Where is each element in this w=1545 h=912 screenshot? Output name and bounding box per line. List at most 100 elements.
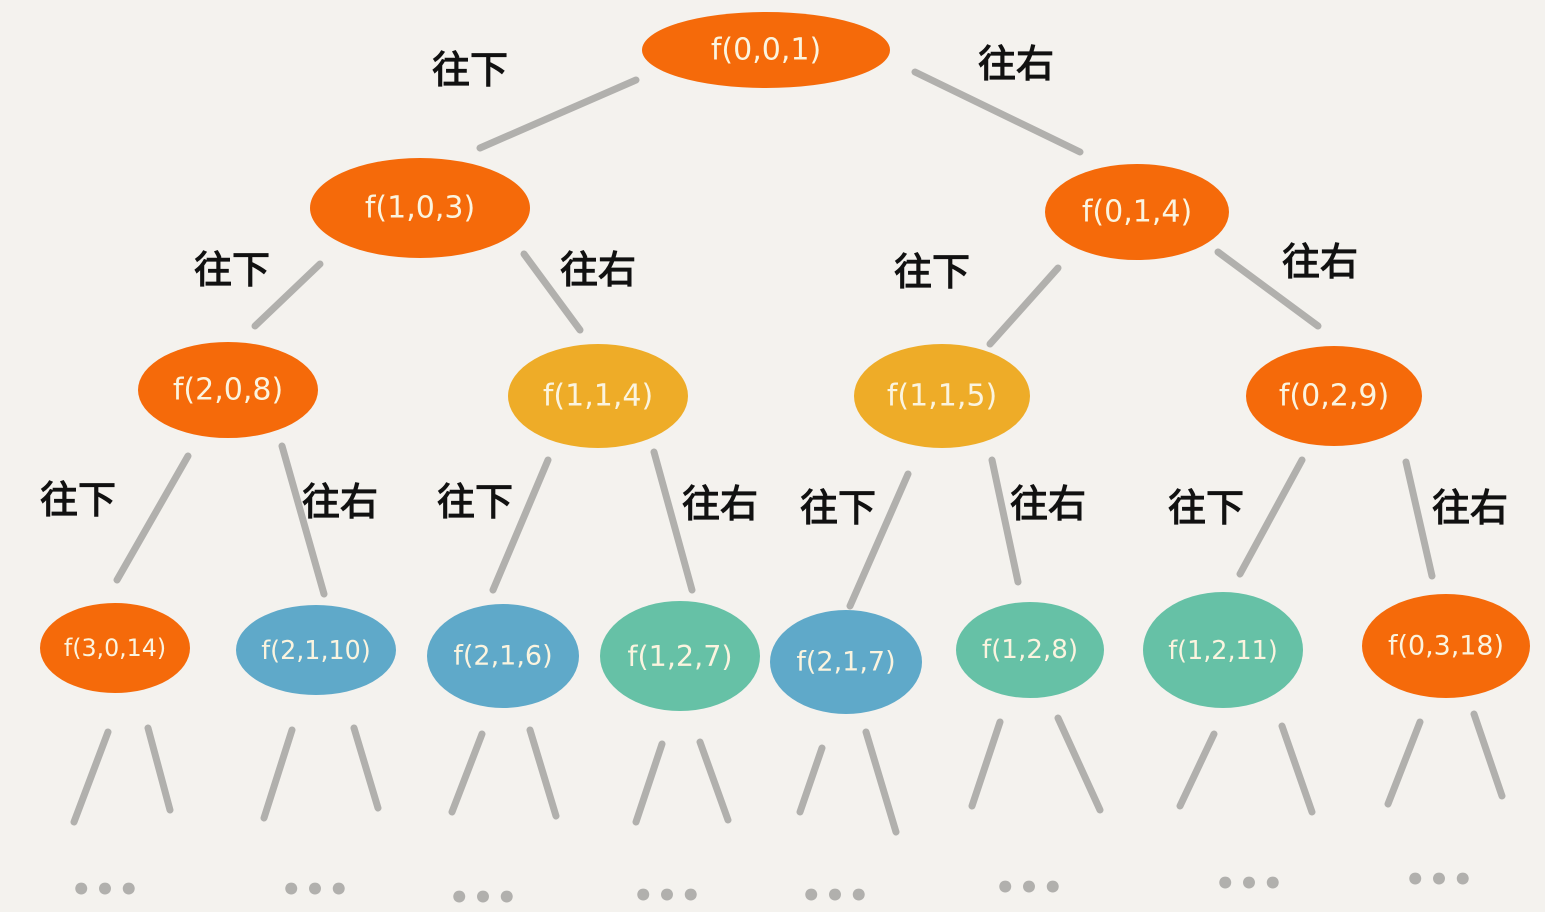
edge-label-right-n6-n14: 往右	[1432, 486, 1508, 530]
node-n14: f(0,3,18)	[1362, 594, 1530, 698]
continuation-stub	[70, 728, 112, 826]
continuation-stub	[1278, 722, 1316, 816]
node-n12: f(1,2,8)	[956, 602, 1104, 698]
node-n8: f(2,1,10)	[236, 605, 396, 695]
stubs-layer: ••• ••• ••• ••• ••• ••• ••• •••	[70, 710, 1506, 912]
edge-labels-layer: 往下往右往下往右往下往右往下往右往下往右往下往右往下往右	[40, 42, 1508, 530]
node-bubble	[138, 342, 318, 438]
continuation-stub	[1054, 714, 1104, 814]
node-bubble	[600, 601, 760, 711]
node-label: f(2,1,10)	[261, 635, 371, 665]
edge-label-right-n5-n12: 往右	[1010, 482, 1086, 526]
node-n13: f(1,2,11)	[1143, 592, 1303, 708]
node-n2: f(0,1,4)	[1045, 164, 1229, 260]
node-bubble	[854, 344, 1030, 448]
continuation-ellipsis: •••	[280, 870, 351, 910]
continuation-ellipsis: •••	[1214, 864, 1285, 904]
node-n3: f(2,0,8)	[138, 342, 318, 438]
edge-label-right-n0-n2: 往右	[978, 42, 1054, 86]
continuation-stub	[260, 726, 296, 822]
edges-layer	[113, 68, 1436, 610]
continuation-stub	[1470, 710, 1506, 800]
node-bubble	[956, 602, 1104, 698]
edge-n6-n13	[1236, 456, 1306, 578]
node-n9: f(2,1,6)	[427, 604, 579, 708]
node-n7: f(3,0,14)	[40, 603, 190, 693]
edge-n4-n9	[489, 456, 552, 594]
node-label: f(2,1,7)	[796, 647, 895, 678]
continuation-stub	[696, 738, 732, 824]
node-label: f(1,2,7)	[627, 639, 732, 673]
node-label: f(0,3,18)	[1388, 631, 1504, 662]
edge-label-down-n4-n9: 往下	[437, 480, 513, 524]
node-n6: f(0,2,9)	[1246, 346, 1422, 446]
node-bubble	[310, 158, 530, 258]
node-label: f(3,0,14)	[64, 634, 166, 662]
node-bubble	[236, 605, 396, 695]
edge-label-down-n0-n1: 往下	[432, 48, 508, 92]
continuation-stub	[448, 730, 486, 816]
node-label: f(1,1,4)	[543, 379, 653, 414]
nodes-layer: f(0,0,1) f(1,0,3) f(0,1,4) f(2,0,8) f(1,1,4)…	[40, 12, 1530, 714]
continuation-ellipsis: •••	[70, 870, 141, 910]
edge-label-down-n3-n7: 往下	[40, 478, 116, 522]
node-label: f(1,2,11)	[1168, 635, 1278, 665]
edge-label-right-n3-n8: 往右	[302, 480, 378, 524]
node-label: f(0,0,1)	[711, 33, 821, 68]
continuation-stub	[1176, 730, 1218, 810]
node-label: f(2,1,6)	[453, 641, 552, 672]
node-label: f(0,2,9)	[1279, 379, 1389, 414]
edge-n0-n2	[911, 68, 1084, 156]
edge-n0-n1	[476, 76, 640, 152]
edge-label-down-n5-n11: 往下	[800, 486, 876, 530]
edge-n2-n5	[986, 264, 1062, 348]
node-label: f(0,1,4)	[1082, 195, 1192, 230]
continuation-ellipsis: •••	[1404, 860, 1475, 900]
node-bubble	[642, 12, 890, 88]
node-bubble	[508, 344, 688, 448]
node-n4: f(1,1,4)	[508, 344, 688, 448]
continuation-stub	[1384, 718, 1424, 808]
node-n0: f(0,0,1)	[642, 12, 890, 88]
edge-n4-n10	[650, 448, 696, 594]
node-bubble	[40, 603, 190, 693]
node-n11: f(2,1,7)	[770, 610, 922, 714]
node-n1: f(1,0,3)	[310, 158, 530, 258]
node-n5: f(1,1,5)	[854, 344, 1030, 448]
node-label: f(1,1,5)	[887, 379, 997, 414]
node-label: f(1,2,8)	[982, 635, 1078, 665]
continuation-ellipsis: •••	[994, 868, 1065, 908]
edge-n1-n3	[251, 260, 324, 330]
node-bubble	[1362, 594, 1530, 698]
edge-label-right-n2-n6: 往右	[1282, 240, 1358, 284]
edge-n1-n4	[520, 250, 584, 334]
edge-label-right-n1-n4: 往右	[560, 248, 636, 292]
continuation-stub	[632, 740, 666, 826]
node-bubble	[1143, 592, 1303, 708]
continuation-stub	[968, 718, 1004, 810]
edge-n3-n7	[113, 452, 192, 584]
node-label: f(2,0,8)	[173, 373, 283, 408]
continuation-ellipsis: •••	[632, 876, 703, 912]
node-n10: f(1,2,7)	[600, 601, 760, 711]
continuation-stub	[796, 744, 826, 816]
continuation-ellipsis: •••	[800, 876, 871, 912]
edge-n6-n14	[1402, 458, 1436, 580]
edge-label-down-n2-n5: 往下	[894, 250, 970, 294]
continuation-stub	[526, 726, 560, 820]
edge-label-down-n1-n3: 往下	[194, 248, 270, 292]
edge-label-right-n4-n10: 往右	[682, 482, 758, 526]
edge-n5-n12	[988, 456, 1022, 586]
node-bubble	[770, 610, 922, 714]
continuation-ellipsis: •••	[448, 878, 519, 912]
edge-n5-n11	[846, 470, 912, 610]
node-bubble	[427, 604, 579, 708]
continuation-stub	[862, 728, 900, 836]
continuation-stub	[144, 724, 174, 814]
edge-label-down-n6-n13: 往下	[1168, 486, 1244, 530]
node-label: f(1,0,3)	[365, 191, 475, 226]
node-bubble	[1045, 164, 1229, 260]
edge-n3-n8	[278, 442, 328, 598]
